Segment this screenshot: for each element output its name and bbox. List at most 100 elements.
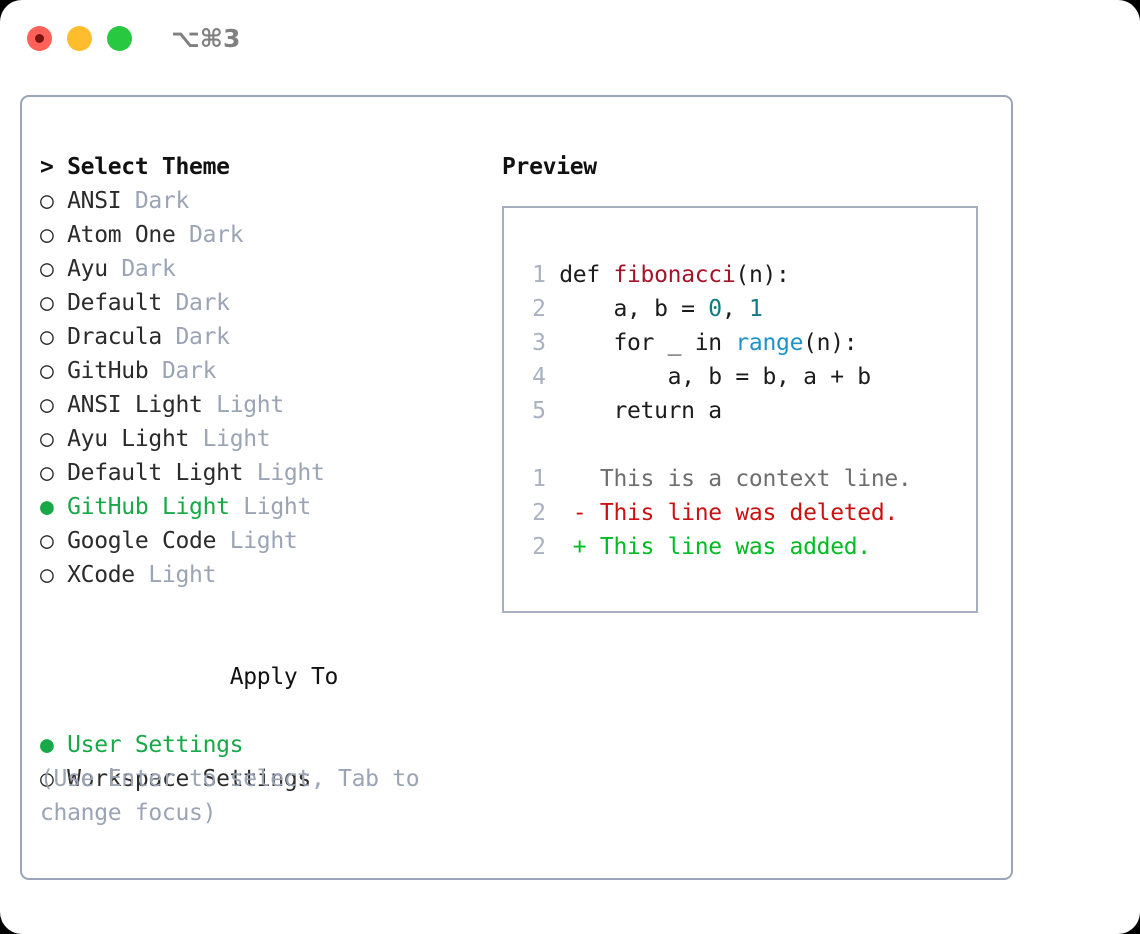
radio-unselected-icon: ○: [40, 358, 68, 384]
radio-unselected-icon: ○: [40, 290, 68, 316]
preview-heading: Preview: [502, 154, 597, 180]
radio-selected-icon: ●: [40, 732, 68, 758]
line-number: 1: [532, 262, 546, 288]
theme-option-label: Ayu: [67, 256, 108, 282]
code-line: 3 for _ in range(n):: [518, 326, 970, 360]
radio-unselected-icon: ○: [40, 188, 68, 214]
code-token-plain: a, b = b, a + b: [559, 364, 872, 390]
theme-option[interactable]: ○ GitHub Dark: [40, 354, 480, 388]
radio-unselected-icon: ○: [40, 222, 68, 248]
radio-unselected-icon: ○: [40, 324, 68, 350]
theme-option-tag: Light: [134, 562, 217, 588]
theme-option-tag: Light: [202, 392, 284, 418]
diff-line-list: 1 This is a context line. 2 - This line w…: [518, 462, 970, 564]
theme-option[interactable]: ○ Google Code Light: [40, 524, 480, 558]
theme-option-tag: Light: [243, 460, 325, 486]
diff-text: This line was added.: [599, 534, 871, 560]
diff-text: This is a context line.: [599, 466, 912, 492]
radio-selected-icon: ●: [40, 494, 68, 520]
line-number: 2: [532, 296, 546, 322]
line-number: 5: [532, 398, 546, 424]
radio-unselected-icon: ○: [40, 256, 68, 282]
minimize-window-button[interactable]: [67, 26, 92, 51]
diff-text: This line was deleted.: [599, 500, 898, 526]
apply-to-option[interactable]: ● User Settings: [40, 728, 480, 762]
diff-line: 1 This is a context line.: [518, 462, 970, 496]
code-token-plain: return a: [559, 398, 722, 424]
theme-option[interactable]: ○ Ayu Dark: [40, 252, 480, 286]
theme-option-label: Default: [67, 290, 162, 316]
close-window-button[interactable]: [27, 26, 52, 51]
select-theme-heading: > Select Theme: [40, 154, 230, 180]
theme-option[interactable]: ○ Atom One Dark: [40, 218, 480, 252]
apply-to-panel: Apply To ● User Settings○ Workspace Sett…: [40, 626, 480, 796]
diff-sign: +: [545, 534, 600, 560]
theme-option-list[interactable]: ○ ANSI Dark○ Atom One Dark○ Ayu Dark○ De…: [40, 184, 480, 592]
code-token-function: fibonacci: [613, 262, 736, 288]
theme-option-label: GitHub Light: [67, 494, 230, 520]
gutter-gap: [546, 330, 560, 356]
code-line: 5 return a: [518, 394, 970, 428]
diff-line: 2 + This line was added.: [518, 530, 970, 564]
code-token-plain: (n):: [803, 330, 858, 356]
radio-unselected-icon: ○: [40, 392, 68, 418]
theme-option-tag: Dark: [148, 358, 217, 384]
preview-panel: Preview 1 def fibonacci(n):2 a, b = 0, 1…: [502, 150, 1002, 613]
theme-option[interactable]: ● GitHub Light Light: [40, 490, 480, 524]
code-token-number: 1: [748, 296, 763, 322]
theme-option[interactable]: ○ ANSI Light Light: [40, 388, 480, 422]
theme-option-label: Google Code: [67, 528, 217, 554]
code-token-builtin: range: [735, 330, 804, 356]
apply-to-option-label: Workspace Settings: [67, 766, 311, 792]
theme-option-tag: Dark: [161, 324, 231, 350]
line-number: 3: [532, 330, 546, 356]
code-token-number: 0: [708, 296, 722, 322]
gutter-gap: [546, 296, 560, 322]
apply-to-heading-text: Apply To: [229, 664, 339, 690]
theme-option[interactable]: ○ Default Light Light: [40, 456, 480, 490]
diff-sign: -: [545, 500, 600, 526]
code-line: 1 def fibonacci(n):: [518, 258, 970, 292]
apply-to-heading: Apply To: [40, 626, 480, 728]
theme-option-label: XCode: [67, 562, 135, 588]
code-token-plain: a, b =: [559, 296, 709, 322]
radio-unselected-icon: ○: [40, 562, 68, 588]
apply-to-option[interactable]: ○ Workspace Settings: [40, 762, 480, 796]
theme-option-tag: Dark: [161, 290, 231, 316]
maximize-window-button[interactable]: [107, 26, 132, 51]
code-token-plain: def: [559, 262, 614, 288]
theme-option-label: ANSI Light: [67, 392, 203, 418]
theme-option[interactable]: ○ Dracula Dark: [40, 320, 480, 354]
radio-unselected-icon: ○: [40, 528, 68, 554]
line-number: 4: [532, 364, 546, 390]
diff-line-number: 2: [532, 500, 546, 526]
theme-option[interactable]: ○ ANSI Dark: [40, 184, 480, 218]
diff-line-number: 1: [532, 466, 546, 492]
diff-sign: [546, 466, 600, 492]
gutter-gap: [546, 262, 560, 288]
radio-unselected-icon: ○: [40, 460, 68, 486]
radio-unselected-icon: ○: [40, 426, 68, 452]
diff-line-number: 2: [532, 534, 546, 560]
theme-option-tag: Dark: [107, 256, 176, 282]
gutter-gap: [546, 398, 560, 424]
apply-to-option-label: User Settings: [67, 732, 244, 758]
apply-to-option-list[interactable]: ● User Settings○ Workspace Settings: [40, 728, 480, 796]
theme-option-label: Ayu Light: [67, 426, 190, 452]
theme-option[interactable]: ○ Ayu Light Light: [40, 422, 480, 456]
theme-option-label: ANSI: [67, 188, 122, 214]
theme-option-label: Dracula: [67, 324, 162, 350]
code-diff-spacer: [518, 428, 970, 462]
keyboard-hint: (Use Enter to select, Tab to change focu…: [40, 766, 420, 826]
theme-option-tag: Light: [229, 494, 311, 520]
theme-option[interactable]: ○ XCode Light: [40, 558, 480, 592]
keyboard-shortcut-label: ⌥⌘3: [171, 24, 241, 53]
theme-option-tag: Light: [189, 426, 271, 452]
theme-option[interactable]: ○ Default Dark: [40, 286, 480, 320]
code-token-plain: ,: [721, 296, 749, 322]
title-bar: ⌥⌘3: [0, 0, 1140, 78]
